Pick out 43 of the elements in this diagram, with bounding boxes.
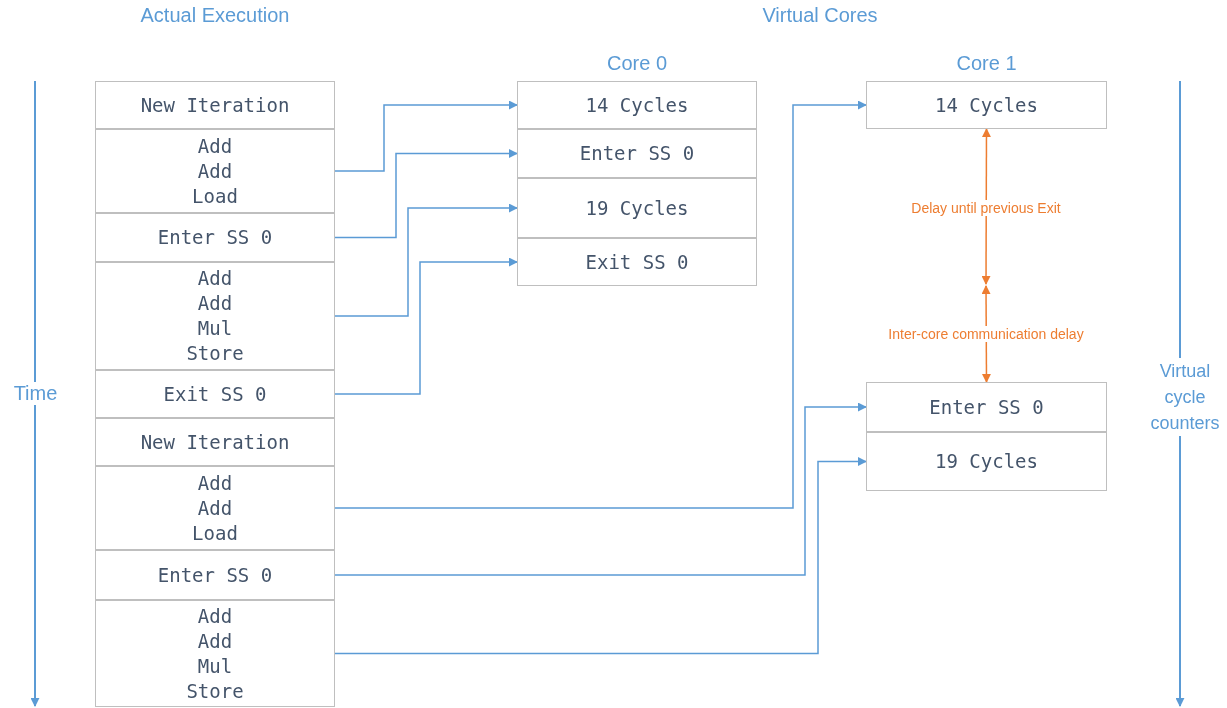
step-box bbox=[95, 81, 335, 129]
step-text: Add Add Load bbox=[192, 470, 238, 546]
arrow bbox=[981, 128, 991, 285]
step-box bbox=[866, 382, 1107, 432]
step-text: New Iteration bbox=[140, 92, 290, 118]
step-text: 14 Cycles bbox=[585, 92, 689, 118]
arrow bbox=[334, 100, 867, 509]
arrow bbox=[334, 257, 518, 395]
step-box bbox=[517, 81, 757, 129]
step-text: Add Add Load bbox=[192, 133, 238, 209]
step-box bbox=[95, 262, 335, 370]
step-box bbox=[866, 432, 1107, 491]
step-box bbox=[95, 600, 335, 707]
step-text: 19 Cycles bbox=[585, 195, 689, 221]
step-text: Enter SS 0 bbox=[157, 225, 273, 250]
arrow bbox=[334, 149, 518, 239]
step-box bbox=[866, 81, 1107, 129]
edge-label: Inter-core communication delay bbox=[888, 326, 1084, 342]
step-text: Add Add Mul Store bbox=[186, 603, 244, 704]
step-text: New Iteration bbox=[140, 429, 290, 455]
step-text: Enter SS 0 bbox=[579, 141, 695, 166]
step-text: Enter SS 0 bbox=[157, 562, 273, 588]
step-box bbox=[95, 418, 335, 466]
step-text: 14 Cycles bbox=[935, 92, 1038, 118]
step-box bbox=[95, 213, 335, 262]
arrow bbox=[334, 203, 518, 317]
step-box bbox=[95, 466, 335, 550]
step-text: Enter SS 0 bbox=[929, 394, 1044, 420]
arrow bbox=[334, 457, 867, 655]
step-box bbox=[95, 370, 335, 418]
edge-label: Delay until previous Exit bbox=[911, 200, 1061, 216]
step-box bbox=[517, 178, 757, 238]
step-box bbox=[95, 550, 335, 600]
step-box bbox=[517, 238, 757, 286]
arrow bbox=[334, 100, 518, 172]
step-box bbox=[95, 129, 335, 213]
step-text: Exit SS 0 bbox=[585, 249, 689, 275]
arrow bbox=[334, 402, 867, 576]
step-text: Exit SS 0 bbox=[163, 381, 267, 407]
step-text: 19 Cycles bbox=[935, 449, 1038, 474]
step-box bbox=[517, 129, 757, 178]
axis-label: Virtual cycle counters bbox=[1150, 358, 1220, 436]
step-text: Add Add Mul Store bbox=[186, 266, 244, 366]
